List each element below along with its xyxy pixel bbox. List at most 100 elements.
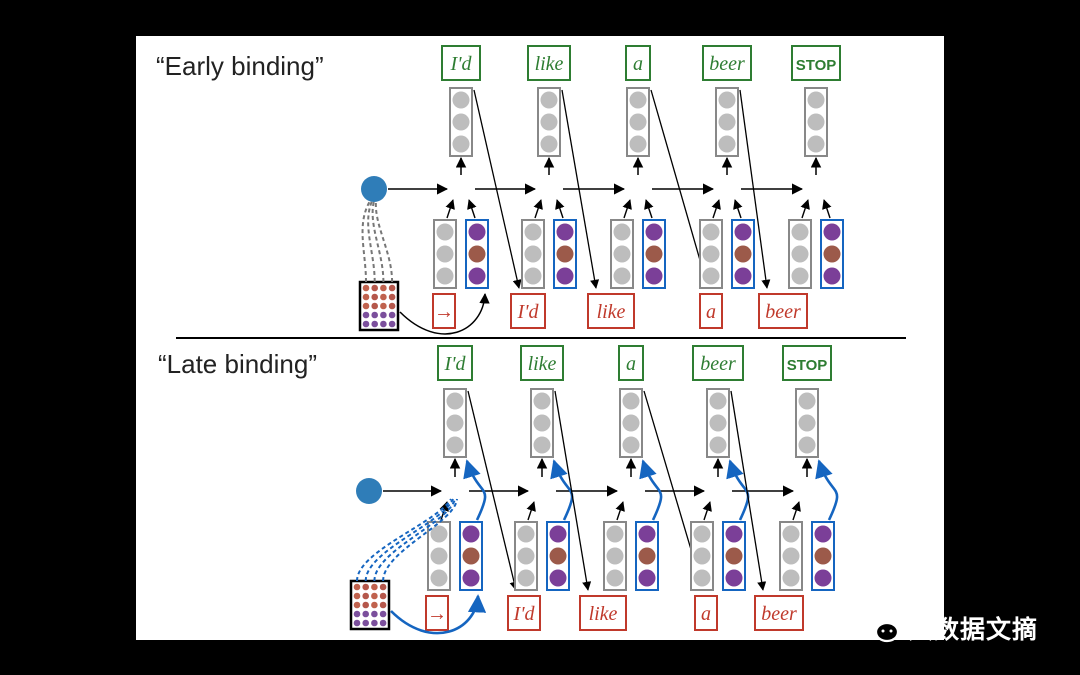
context-embedding-column-cell <box>468 223 486 241</box>
output-word: like <box>535 53 564 75</box>
output-softmax-column-cell <box>452 91 470 109</box>
output-softmax-column-cell <box>718 135 736 153</box>
context-embedding-column-cell <box>734 245 752 263</box>
input-word-box <box>507 595 541 631</box>
input-word-column-cell <box>430 569 448 587</box>
context-fan-line <box>371 200 385 283</box>
output-word-box <box>437 345 473 381</box>
output-softmax-column-cell <box>446 414 464 432</box>
input-word-column-cell <box>782 525 800 543</box>
output-word: beer <box>700 353 736 375</box>
output-word-box <box>625 45 651 81</box>
output-word-box <box>520 345 564 381</box>
input-word-box <box>699 293 723 329</box>
output-softmax-column-cell <box>629 113 647 131</box>
input-word-column-cell <box>430 547 448 565</box>
feedback-arrow <box>730 390 767 591</box>
output-softmax-column-cell <box>622 436 640 454</box>
output-word-box <box>702 45 752 81</box>
context-embedding-column-cell <box>823 245 841 263</box>
context-matrix-cell <box>362 592 369 600</box>
binding-diagram: “Early binding” I'd→likeI'dalikebeeraSTO… <box>156 45 906 635</box>
context-matrix-cell <box>353 592 361 600</box>
context-embedding-column-cell <box>468 267 486 285</box>
context-arrow <box>644 199 654 219</box>
input-arrow <box>622 199 632 219</box>
input-word-box <box>432 293 456 329</box>
late-bind-arrow <box>726 459 750 521</box>
input-word-column-cell <box>436 223 454 241</box>
context-fan-line <box>367 200 376 283</box>
late-bind-arrow <box>550 459 574 521</box>
context-matrix-cell <box>380 302 387 310</box>
early-binding-title: “Early binding” <box>156 51 324 81</box>
output-softmax-column-cell <box>622 414 640 432</box>
output-softmax-column-cell <box>533 414 551 432</box>
context-matrix-cell <box>371 583 378 591</box>
input-word: like <box>597 301 626 323</box>
output-word-box <box>782 345 832 381</box>
input-word: a <box>701 603 711 625</box>
output-word: STOP <box>787 357 828 374</box>
encoder-state-node <box>356 478 382 504</box>
input-word-column-cell <box>613 267 631 285</box>
output-softmax-column-cell <box>629 91 647 109</box>
context-embedding-column-cell <box>645 245 663 263</box>
feedback-arrow <box>467 390 519 591</box>
context-matrix-cell <box>371 302 378 310</box>
context-embedding-column-cell <box>814 569 832 587</box>
context-fan-line <box>356 498 452 582</box>
context-embedding-column-cell <box>462 547 480 565</box>
context-embedding-column-cell <box>814 525 832 543</box>
context-matrix-cell <box>362 610 369 618</box>
context-fan-line <box>374 200 394 283</box>
input-word-column-cell <box>702 245 720 263</box>
input-word-column-cell <box>524 223 542 241</box>
output-softmax-column-cell <box>718 113 736 131</box>
context-matrix-cell <box>362 293 370 301</box>
input-word-column-cell <box>693 569 711 587</box>
input-word-column-cell <box>782 547 800 565</box>
input-word-column-cell <box>782 569 800 587</box>
input-arrow <box>800 199 810 219</box>
context-embedding-column-cell <box>556 223 574 241</box>
input-arrow <box>445 199 455 219</box>
output-softmax-column-cell <box>533 392 551 410</box>
context-matrix-cell <box>380 311 387 319</box>
output-softmax-column-cell <box>709 436 727 454</box>
output-word: beer <box>709 53 745 75</box>
output-softmax-column-cell <box>798 414 816 432</box>
feedback-arrow <box>554 390 592 591</box>
input-word-box <box>425 595 449 631</box>
input-word-column-cell <box>702 223 720 241</box>
context-matrix-cell <box>379 610 387 618</box>
context-embedding-column-cell <box>462 525 480 543</box>
input-word-box <box>758 293 808 329</box>
input-arrow <box>526 501 536 521</box>
output-softmax-column-cell <box>629 135 647 153</box>
input-word: a <box>706 301 716 323</box>
context-arrow <box>733 199 743 219</box>
input-word-column-cell <box>693 547 711 565</box>
context-matrix-cell <box>362 320 370 328</box>
context-embedding-column-cell <box>638 547 656 565</box>
output-softmax-column-cell <box>540 91 558 109</box>
input-word: beer <box>761 603 797 625</box>
context-matrix-cell <box>380 293 387 301</box>
feedback-arrow <box>561 89 600 289</box>
output-softmax-column-cell <box>540 113 558 131</box>
input-arrow <box>615 501 625 521</box>
late-bind-arrow <box>639 459 663 521</box>
context-embedding-column-cell <box>734 223 752 241</box>
feedback-arrow <box>650 89 711 289</box>
output-softmax-column-cell <box>807 135 825 153</box>
output-softmax-column-cell <box>709 414 727 432</box>
context-arrow <box>555 199 565 219</box>
input-word-column-cell <box>606 525 624 543</box>
output-word-box <box>692 345 744 381</box>
late-bind-arrow <box>815 459 839 521</box>
context-embedding-column-cell <box>556 267 574 285</box>
context-embedding-column-cell <box>645 267 663 285</box>
input-word-column-cell <box>517 525 535 543</box>
